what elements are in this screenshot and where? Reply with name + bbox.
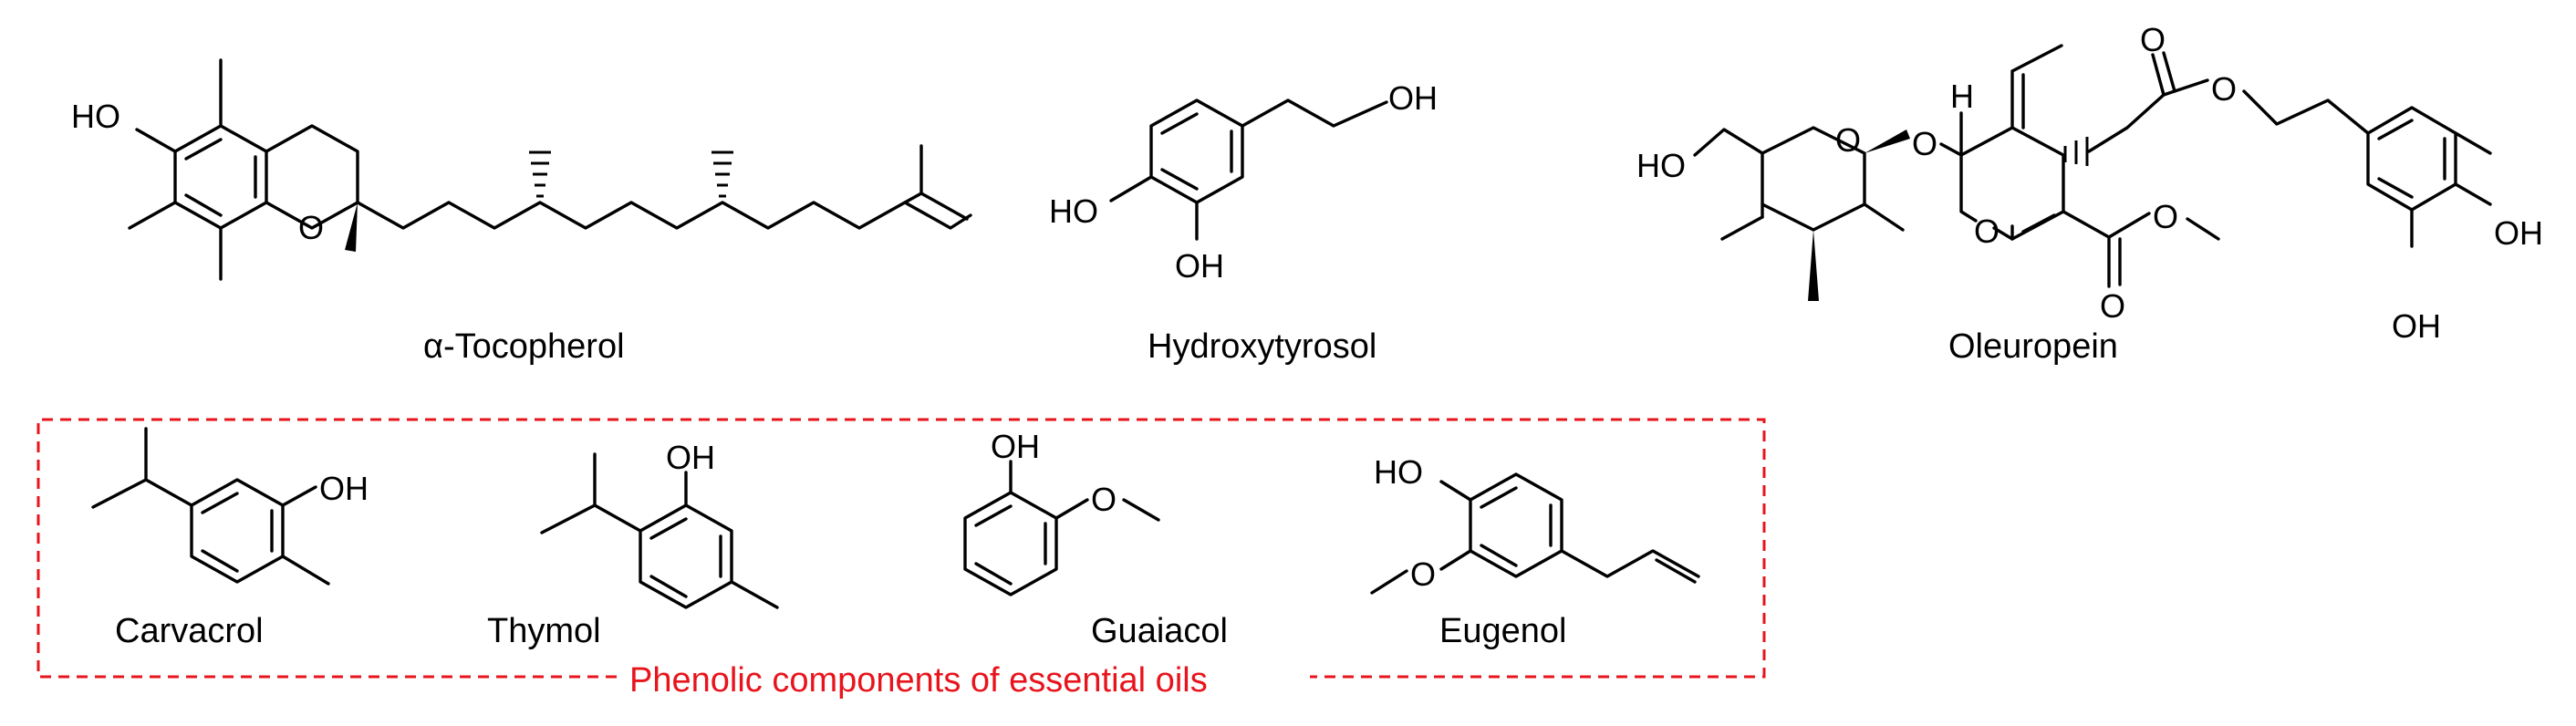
guaiacol-oh-label: OH: [991, 428, 1040, 465]
tocopherol-structure: HO O: [71, 58, 972, 281]
eugenol-ho-label: HO: [1374, 453, 1423, 491]
carvacrol-name: Carvacrol: [115, 612, 264, 650]
tocopherol-name: α-Tocopherol: [423, 327, 625, 366]
thymol-name: Thymol: [487, 612, 601, 650]
oleuropein-ester-o-label: O: [2211, 70, 2237, 108]
hydroxytyrosol-oh-chain-label: OH: [1388, 79, 1438, 117]
oleuropein-oh1-label: OH: [2494, 214, 2543, 252]
oleuropein-carbonyl-top-o-label: O: [2140, 21, 2166, 58]
oleuropein-pyran-o-label: O: [1974, 213, 2000, 250]
eugenol-o-label: O: [1410, 555, 1436, 593]
tocopherol-ring-o-label: O: [298, 209, 324, 246]
hydroxytyrosol-structure: OH HO OH: [1049, 79, 1438, 285]
hydroxytyrosol-ho-label: HO: [1049, 192, 1098, 230]
essential-oils-group-box: Phenolic components of essential oils: [36, 418, 1766, 700]
hashed-methyl: [529, 150, 551, 198]
tocopherol-ho-label: HO: [71, 98, 120, 135]
eugenol-name: Eugenol: [1439, 612, 1566, 650]
carvacrol-oh-label: OH: [319, 470, 369, 507]
oleuropein-structure: HO O O H O O O O O OH OH: [1636, 21, 2543, 345]
thymol-oh-label: OH: [666, 439, 715, 476]
oleuropein-ho-label: HO: [1636, 147, 1686, 184]
hashed-methyl: [712, 150, 733, 198]
essential-oils-caption: Phenolic components of essential oils: [629, 661, 1208, 700]
oleuropein-name: Oleuropein: [1948, 327, 2118, 366]
oleuropein-methoxy-o-label: O: [2153, 198, 2178, 235]
guaiacol-name: Guaiacol: [1091, 612, 1228, 650]
guaiacol-o-label: O: [1091, 481, 1117, 518]
oleuropein-carbonyl-bottom-o-label: O: [2100, 287, 2125, 325]
hydroxytyrosol-oh-label: OH: [1175, 247, 1224, 285]
oleuropein-oh2-label: OH: [2392, 307, 2441, 345]
eugenol-structure: HO O: [1370, 453, 1700, 595]
hydroxytyrosol-name: Hydroxytyrosol: [1148, 327, 1376, 366]
oleuropein-glycosidic-o-label: O: [1912, 125, 1937, 162]
carvacrol-structure: OH: [91, 427, 369, 586]
guaiacol-structure: OH O: [963, 428, 1160, 596]
oleuropein-glucose-o-label: O: [1835, 121, 1861, 159]
thymol-structure: OH: [540, 439, 779, 609]
oleuropein-h-label: H: [1950, 78, 1974, 115]
